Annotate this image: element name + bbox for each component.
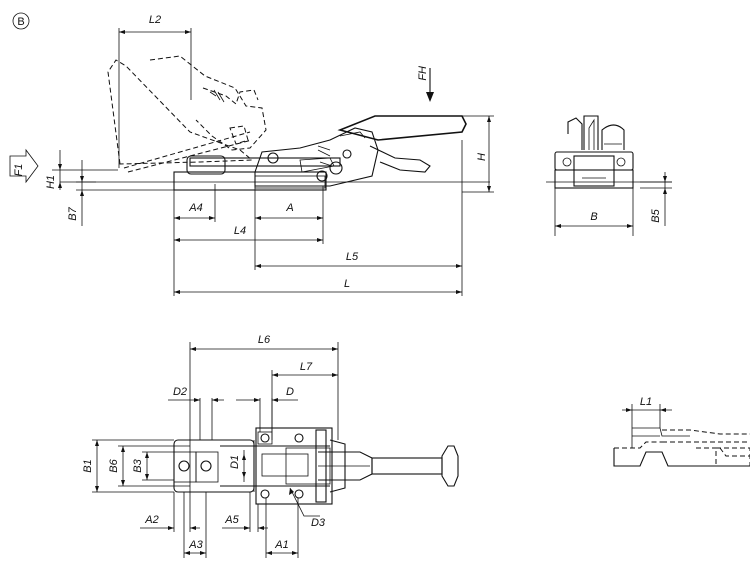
dim-B1: B1: [82, 459, 94, 472]
detail-view: L1: [613, 396, 750, 467]
dim-L1: L1: [640, 396, 652, 408]
front-base: [554, 169, 634, 189]
top-handle: [371, 457, 443, 475]
side-base-plate: [173, 171, 327, 191]
top-hook-plate: [173, 439, 255, 493]
dim-F1: F1: [13, 164, 25, 177]
dim-L4: L4: [234, 225, 246, 237]
dim-H1: H1: [45, 175, 57, 189]
dim-D2: D2: [173, 386, 187, 398]
dim-A1: A1: [274, 539, 288, 551]
side-handle: [337, 115, 467, 141]
dim-A3: A3: [188, 539, 203, 551]
view-badge-label: B: [17, 16, 24, 28]
side-dimensions: L2 FH H F1 H1 B7 A4 A L4: [9, 14, 494, 296]
top-view: [173, 427, 459, 505]
front-view: [546, 115, 672, 189]
dim-L5: L5: [346, 251, 359, 263]
side-link: [369, 145, 431, 173]
dim-D3: D3: [311, 517, 326, 529]
dim-H: H: [476, 153, 488, 161]
dim-L: L: [344, 278, 350, 290]
front-handle-stem: [583, 115, 599, 150]
dim-A5: A5: [224, 514, 239, 526]
dim-B7: B7: [67, 206, 79, 220]
top-dimensions: L6 L7 D2 D B1 B6 B3 D1: [82, 334, 339, 558]
dim-B6: B6: [108, 458, 120, 472]
dim-FH: FH: [417, 66, 429, 81]
side-bar: [189, 157, 341, 167]
dim-A4: A4: [188, 202, 202, 214]
side-handle-open: [107, 59, 254, 165]
dim-B: B: [590, 211, 597, 223]
dim-D1: D1: [229, 455, 241, 469]
dim-L2: L2: [149, 14, 161, 26]
dim-A: A: [285, 202, 293, 214]
side-hook-block: [186, 155, 226, 175]
dim-B3: B3: [132, 458, 144, 472]
dim-A2: A2: [144, 514, 158, 526]
force-arrow-F1: [9, 148, 39, 184]
dim-B5: B5: [650, 208, 662, 222]
side-view: [60, 55, 490, 191]
dim-D: D: [286, 386, 294, 398]
front-dimensions: B B5: [554, 172, 672, 236]
dim-L7: L7: [300, 361, 313, 373]
dim-L6: L6: [258, 334, 271, 346]
view-badge: B: [12, 12, 30, 30]
side-body: [254, 127, 379, 187]
